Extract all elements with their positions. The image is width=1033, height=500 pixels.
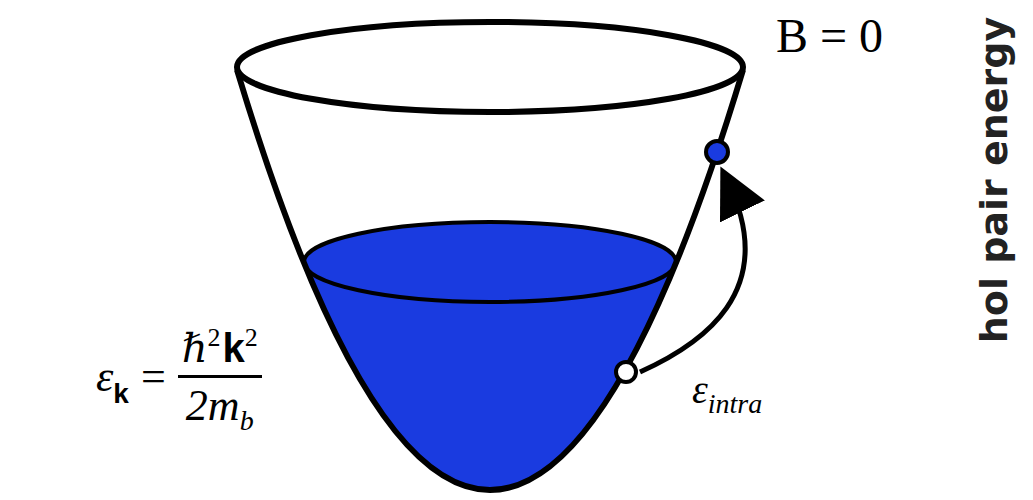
fermi-sea — [237, 262, 743, 490]
transition-arrow — [640, 180, 745, 372]
hbar: ℏ — [182, 325, 208, 371]
electron — [706, 141, 728, 163]
transition-energy: εintra — [692, 366, 762, 413]
hole — [616, 362, 636, 382]
fraction: ℏ2k22mb — [178, 322, 262, 431]
energy-symbol: εk — [96, 351, 129, 402]
field-label: B = 0 — [776, 8, 883, 63]
epsilon: ε — [96, 352, 113, 401]
fermi-surface — [304, 222, 676, 302]
exponent: 2 — [245, 323, 258, 352]
dispersion-formula: εk=ℏ2k22mb — [96, 322, 262, 431]
wavevector: k — [223, 326, 245, 370]
denominator: 2mb — [182, 378, 258, 431]
fraction-bar — [178, 375, 262, 378]
equals-sign: = — [141, 351, 166, 402]
band-subscript: b — [240, 405, 254, 436]
parabolic-band — [237, 70, 743, 490]
intra-subscript: intra — [708, 388, 762, 419]
wavevector-subscript: k — [113, 378, 129, 409]
epsilon: ε — [692, 367, 708, 412]
mass: 2m — [186, 381, 240, 430]
exponent: 2 — [208, 323, 221, 352]
band-rim — [237, 22, 743, 112]
numerator: ℏ2k2 — [178, 322, 262, 375]
axis-label: hol pair energy — [972, 17, 1016, 344]
